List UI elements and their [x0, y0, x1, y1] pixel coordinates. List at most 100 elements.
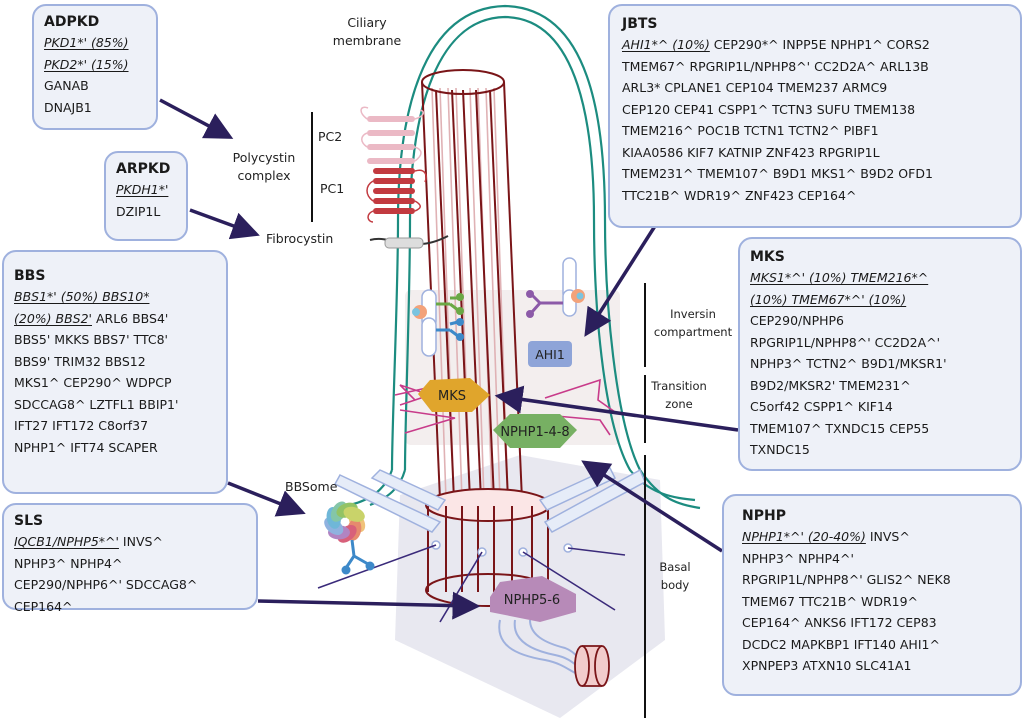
arrow-sls [257, 591, 481, 620]
microtubule-light [447, 87, 463, 501]
jbts-gene-text: TMEM231^ TMEM107^ B9D1 MKS1^ B9D2 OFD1 [622, 166, 933, 181]
sls-genes: IQCB1/NPHP5*^' INVS^NPHP3^ NPHP4^CEP290/… [14, 531, 246, 617]
jbts-gene-line: TMEM231^ TMEM107^ B9D1 MKS1^ B9D2 OFD1 [622, 163, 1010, 185]
nphp-box: NPHP NPHP1*^' (20-40%) INVS^NPHP3^ NPHP4… [722, 494, 1022, 696]
nphp-gene-text: TMEM67 TTC21B^ WDR19^ [742, 593, 919, 609]
nphp-gene-text: NPHP3^ NPHP4^' [742, 550, 854, 566]
arrow-mks [494, 385, 739, 432]
nphp-title: NPHP [742, 508, 786, 524]
bbsome-label: BBSome [285, 479, 338, 494]
bbs-gene-text: NPHP1^ IFT74 SCAPER [14, 439, 158, 455]
jbts-title: JBTS [622, 16, 658, 32]
jbts-gene-text: KIAA0586 KIF7 KATNIP ZNF423 RPGRIP1L [622, 144, 880, 160]
adpkd-gene-line: PKD1*' (85%) [44, 32, 146, 54]
jbts-gene-text: CEP120 CEP41 CSPP1^ TCTN3 SUFU TMEM138 [622, 101, 916, 117]
nphp56-complex-label: NPHP5-6 [504, 593, 560, 608]
sls-gene-line: CEP164^ [14, 596, 246, 618]
nphp56-complex: NPHP5-6 [490, 576, 576, 622]
arrows [159, 98, 739, 620]
bbsome-complex [324, 501, 375, 575]
inversin-label-line1: Inversin [670, 307, 716, 321]
bbs-gene-text: BBS5' MKKS BBS7' TTC8' [14, 332, 168, 347]
axoneme [421, 69, 523, 501]
polycystin-complex-label-line2: complex [237, 168, 291, 183]
bbs-gene-line: NPHP1^ IFT74 SCAPER [14, 437, 216, 459]
sls-gene-text: INVS^ [118, 534, 163, 549]
bbs-gene-text: BBS9' TRIM32 BBS12 [14, 353, 146, 369]
nphp-gene-line: DCDC2 MAPKBP1 IFT140 AHI1^ [742, 634, 1010, 656]
arrow-bbs [227, 481, 306, 517]
basal-body-cylinder [425, 488, 551, 607]
bbsome-adaptor [344, 539, 369, 569]
bbs-major-gene: (20%) BBS2' [14, 310, 92, 326]
jbts-gene-text: TMEM67^ RPGRIP1L/NPHP8^' CC2D2A^ ARL13B [622, 58, 929, 74]
mks-gene-text: TMEM107^ TXNDC15 CEP55 [750, 420, 930, 436]
adpkd-gene-text: DNAJB1 [44, 99, 92, 115]
sls-box: SLS IQCB1/NPHP5*^' INVS^ NPHP3^ NPHP4^ CEP… [2, 503, 258, 614]
bbsome-adaptor-foot [365, 561, 375, 571]
mks-gene-text: RPGRIP1L/NPHP8^' CC2D2A^' [750, 334, 941, 350]
transition-zone-label: Transition zone [646, 377, 712, 413]
adpkd-gene-line: PKD2*' (15%) [44, 54, 146, 76]
microtubule-light [469, 87, 485, 501]
nphp-gene-line: RPGRIP1L/NPHP8^' GLIS2^ NEK8 [742, 569, 1010, 591]
bbsome-adaptor-foot [341, 565, 351, 575]
mks-gene-line: RPGRIP1L/NPHP8^' CC2D2A^' [750, 332, 1010, 354]
arpkd-gene-text: DZIP1L [116, 203, 161, 219]
polycystin-complex-label-line1: Polycystin [232, 150, 296, 165]
ciliary-membrane-label: Ciliary membrane [322, 14, 412, 50]
jbts-major-gene: AHI1*^ (10%) [622, 37, 710, 52]
arpkd-title: ARPKD [116, 161, 171, 177]
microtubule-rootlets [317, 544, 626, 623]
bbs-box: BBS BBS1*' (50%) BBS10*(20%) BBS2' ARL6 … [2, 250, 228, 494]
jbts-gene-line: TMEM216^ POC1B TCTN1 TCTN2^ PIBF1 [622, 120, 1010, 142]
jbts-gene-text: TTC21B^ WDR19^ ZNF423 CEP164^ [622, 187, 857, 203]
arpkd-gene-line: DZIP1L [116, 201, 176, 223]
pc2-protein [360, 106, 424, 164]
sls-gene-line: IQCB1/NPHP5*^' INVS^ [14, 531, 246, 553]
sls-title: SLS [14, 513, 44, 529]
bbs-genes: BBS1*' (50%) BBS10* (20%) BBS2' ARL6 BBS4… [14, 286, 216, 458]
adpkd-box: ADPKD PKD1*' (85%) PKD2*' (15%) GANAB DNAJB… [32, 4, 158, 130]
anchor-circles [431, 540, 573, 557]
mks-complex: MKS [418, 378, 490, 412]
arpkd-major-gene: PKDH1*' [116, 182, 169, 197]
nphp-genes: NPHP1*^' (20-40%) INVS^NPHP3^ NPHP4^'RPG… [742, 526, 1010, 677]
basal-label-line1: Basal [659, 560, 691, 574]
bbs-gene-line: BBS5' MKKS BBS7' TTC8' [14, 329, 216, 351]
microtubule-light [431, 87, 447, 501]
arpkd-genes: PKDH1*' DZIP1L [116, 179, 176, 222]
adpkd-genes: PKD1*' (85%) PKD2*' (15%) GANAB DNAJB1 [44, 32, 146, 118]
basal-label-line2: body [660, 578, 690, 592]
mks-gene-text: NPHP3^ TCTN2^ B9D1/MKSR1' [750, 356, 947, 371]
arpkd-gene-line: PKDH1*' [116, 179, 176, 201]
adpkd-major-gene: PKD2*' (15%) [44, 56, 129, 72]
adpkd-title: ADPKD [44, 14, 100, 30]
arrow-nphp [581, 460, 723, 553]
adpkd-gene-line: DNAJB1 [44, 97, 146, 119]
bbs-major-gene: BBS1*' (50%) BBS10* [14, 289, 150, 304]
sls-gene-line: NPHP3^ NPHP4^ [14, 553, 246, 575]
inversin-compartment-label: Inversin compartment [648, 305, 738, 341]
bbs-gene-line: BBS9' TRIM32 BBS12 [14, 351, 216, 373]
ciliary-membrane-label-line2: membrane [332, 33, 402, 48]
mks-title: MKS [750, 249, 785, 265]
ift-train-right [526, 257, 585, 318]
bbs-gene-line: BBS1*' (50%) BBS10* [14, 286, 216, 308]
adpkd-gene-text: GANAB [44, 78, 89, 93]
bbs-gene-line: MKS1^ CEP290^ WDPCP [14, 372, 216, 394]
sls-gene-text: NPHP3^ NPHP4^ [14, 555, 123, 571]
mks-gene-line: TXNDC15 [750, 439, 1010, 461]
pc1-protein [366, 168, 427, 223]
sls-gene-text: CEP164^ [14, 598, 73, 614]
pc2-label: PC2 [318, 129, 343, 144]
jbts-gene-text: CEP290*^ INPP5E NPHP1^ CORS2 [709, 37, 930, 52]
bbs-gene-line: IFT27 IFT172 C8orf37 [14, 415, 216, 437]
jbts-gene-line: AHI1*^ (10%) CEP290*^ INPP5E NPHP1^ CORS… [622, 34, 1010, 56]
arrow-jbts [584, 225, 657, 337]
ahi1-complex: AHI1 [528, 341, 572, 367]
basal-body-label: Basal body [652, 558, 698, 594]
bbs-gene-line: (20%) BBS2' ARL6 BBS4' [14, 308, 216, 330]
jbts-genes: AHI1*^ (10%) CEP290*^ INPP5E NPHP1^ CORS… [622, 34, 1010, 206]
